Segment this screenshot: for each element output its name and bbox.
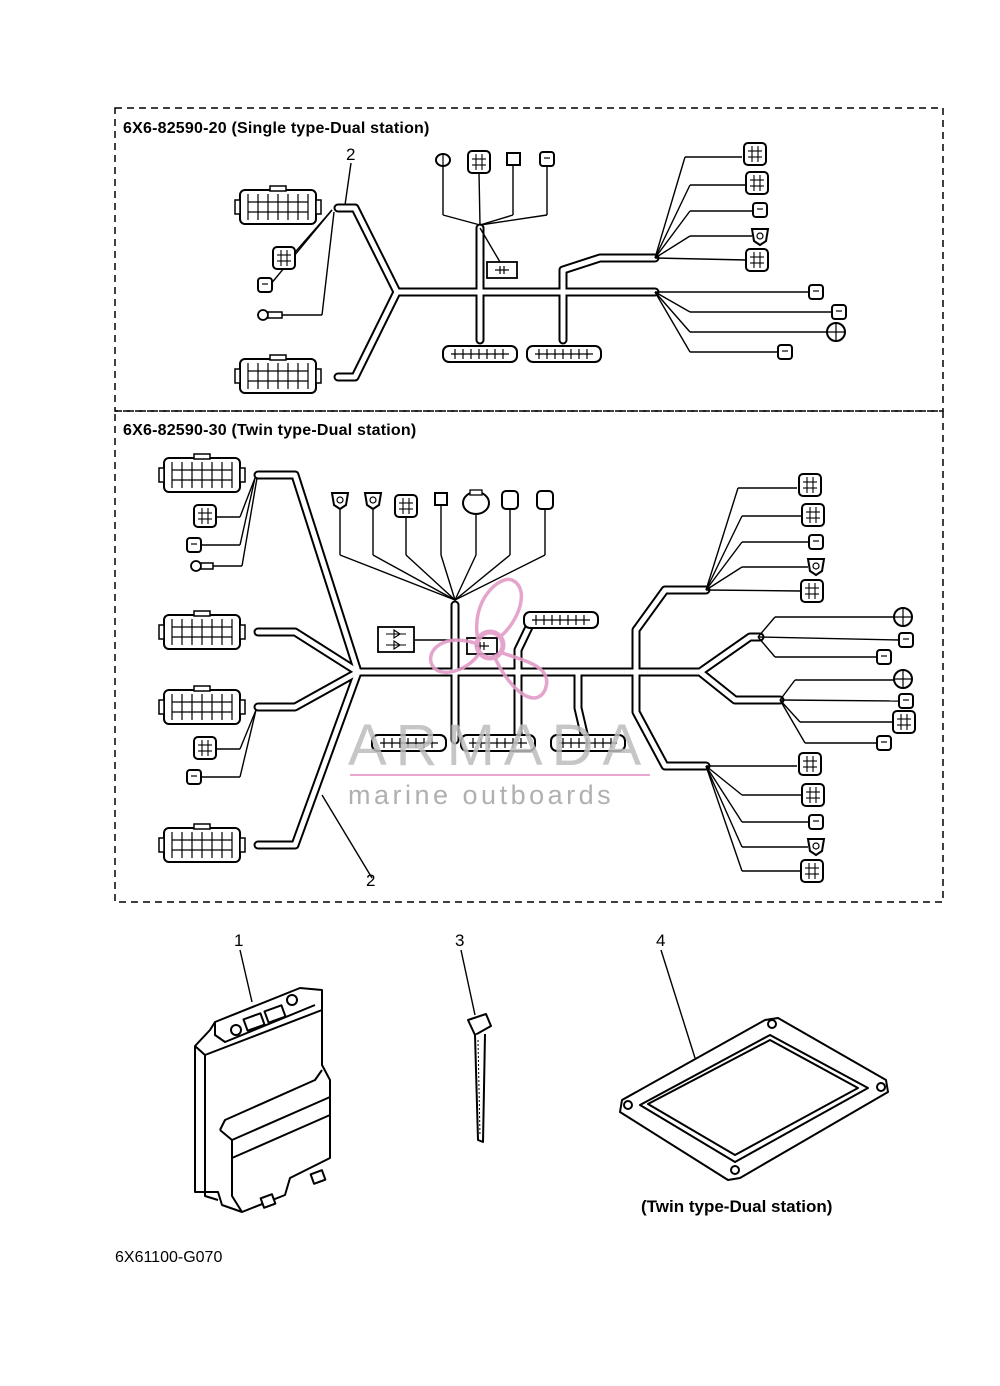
part-4-caption: (Twin type-Dual station): [641, 1197, 833, 1216]
frame-twin: [114, 410, 944, 903]
watermark-subtitle: marine outboards: [348, 780, 615, 810]
part-4-drawing: [619, 949, 889, 1181]
callout-single-harness: 2: [346, 145, 356, 164]
callout-part-1: 1: [234, 931, 244, 950]
harness-twin: [158, 453, 916, 883]
watermark-logo: [428, 577, 549, 700]
part-1-drawing: [194, 949, 331, 1213]
section-title-twin: 6X6-82590-30 (Twin type-Dual station): [123, 422, 417, 439]
harness-single: [234, 142, 847, 394]
watermark-divider: [350, 774, 650, 776]
diagram-code: 6X61100-G070: [115, 1249, 223, 1266]
callout-part-3: 3: [455, 931, 465, 950]
section-title-single: 6X6-82590-20 (Single type-Dual station): [123, 120, 430, 137]
callout-twin-harness: 2: [366, 871, 376, 890]
watermark-title: ARMADA: [348, 713, 651, 778]
part-3-drawing: [460, 949, 492, 1143]
frame-single: [114, 107, 944, 412]
callout-part-4: 4: [656, 931, 666, 950]
